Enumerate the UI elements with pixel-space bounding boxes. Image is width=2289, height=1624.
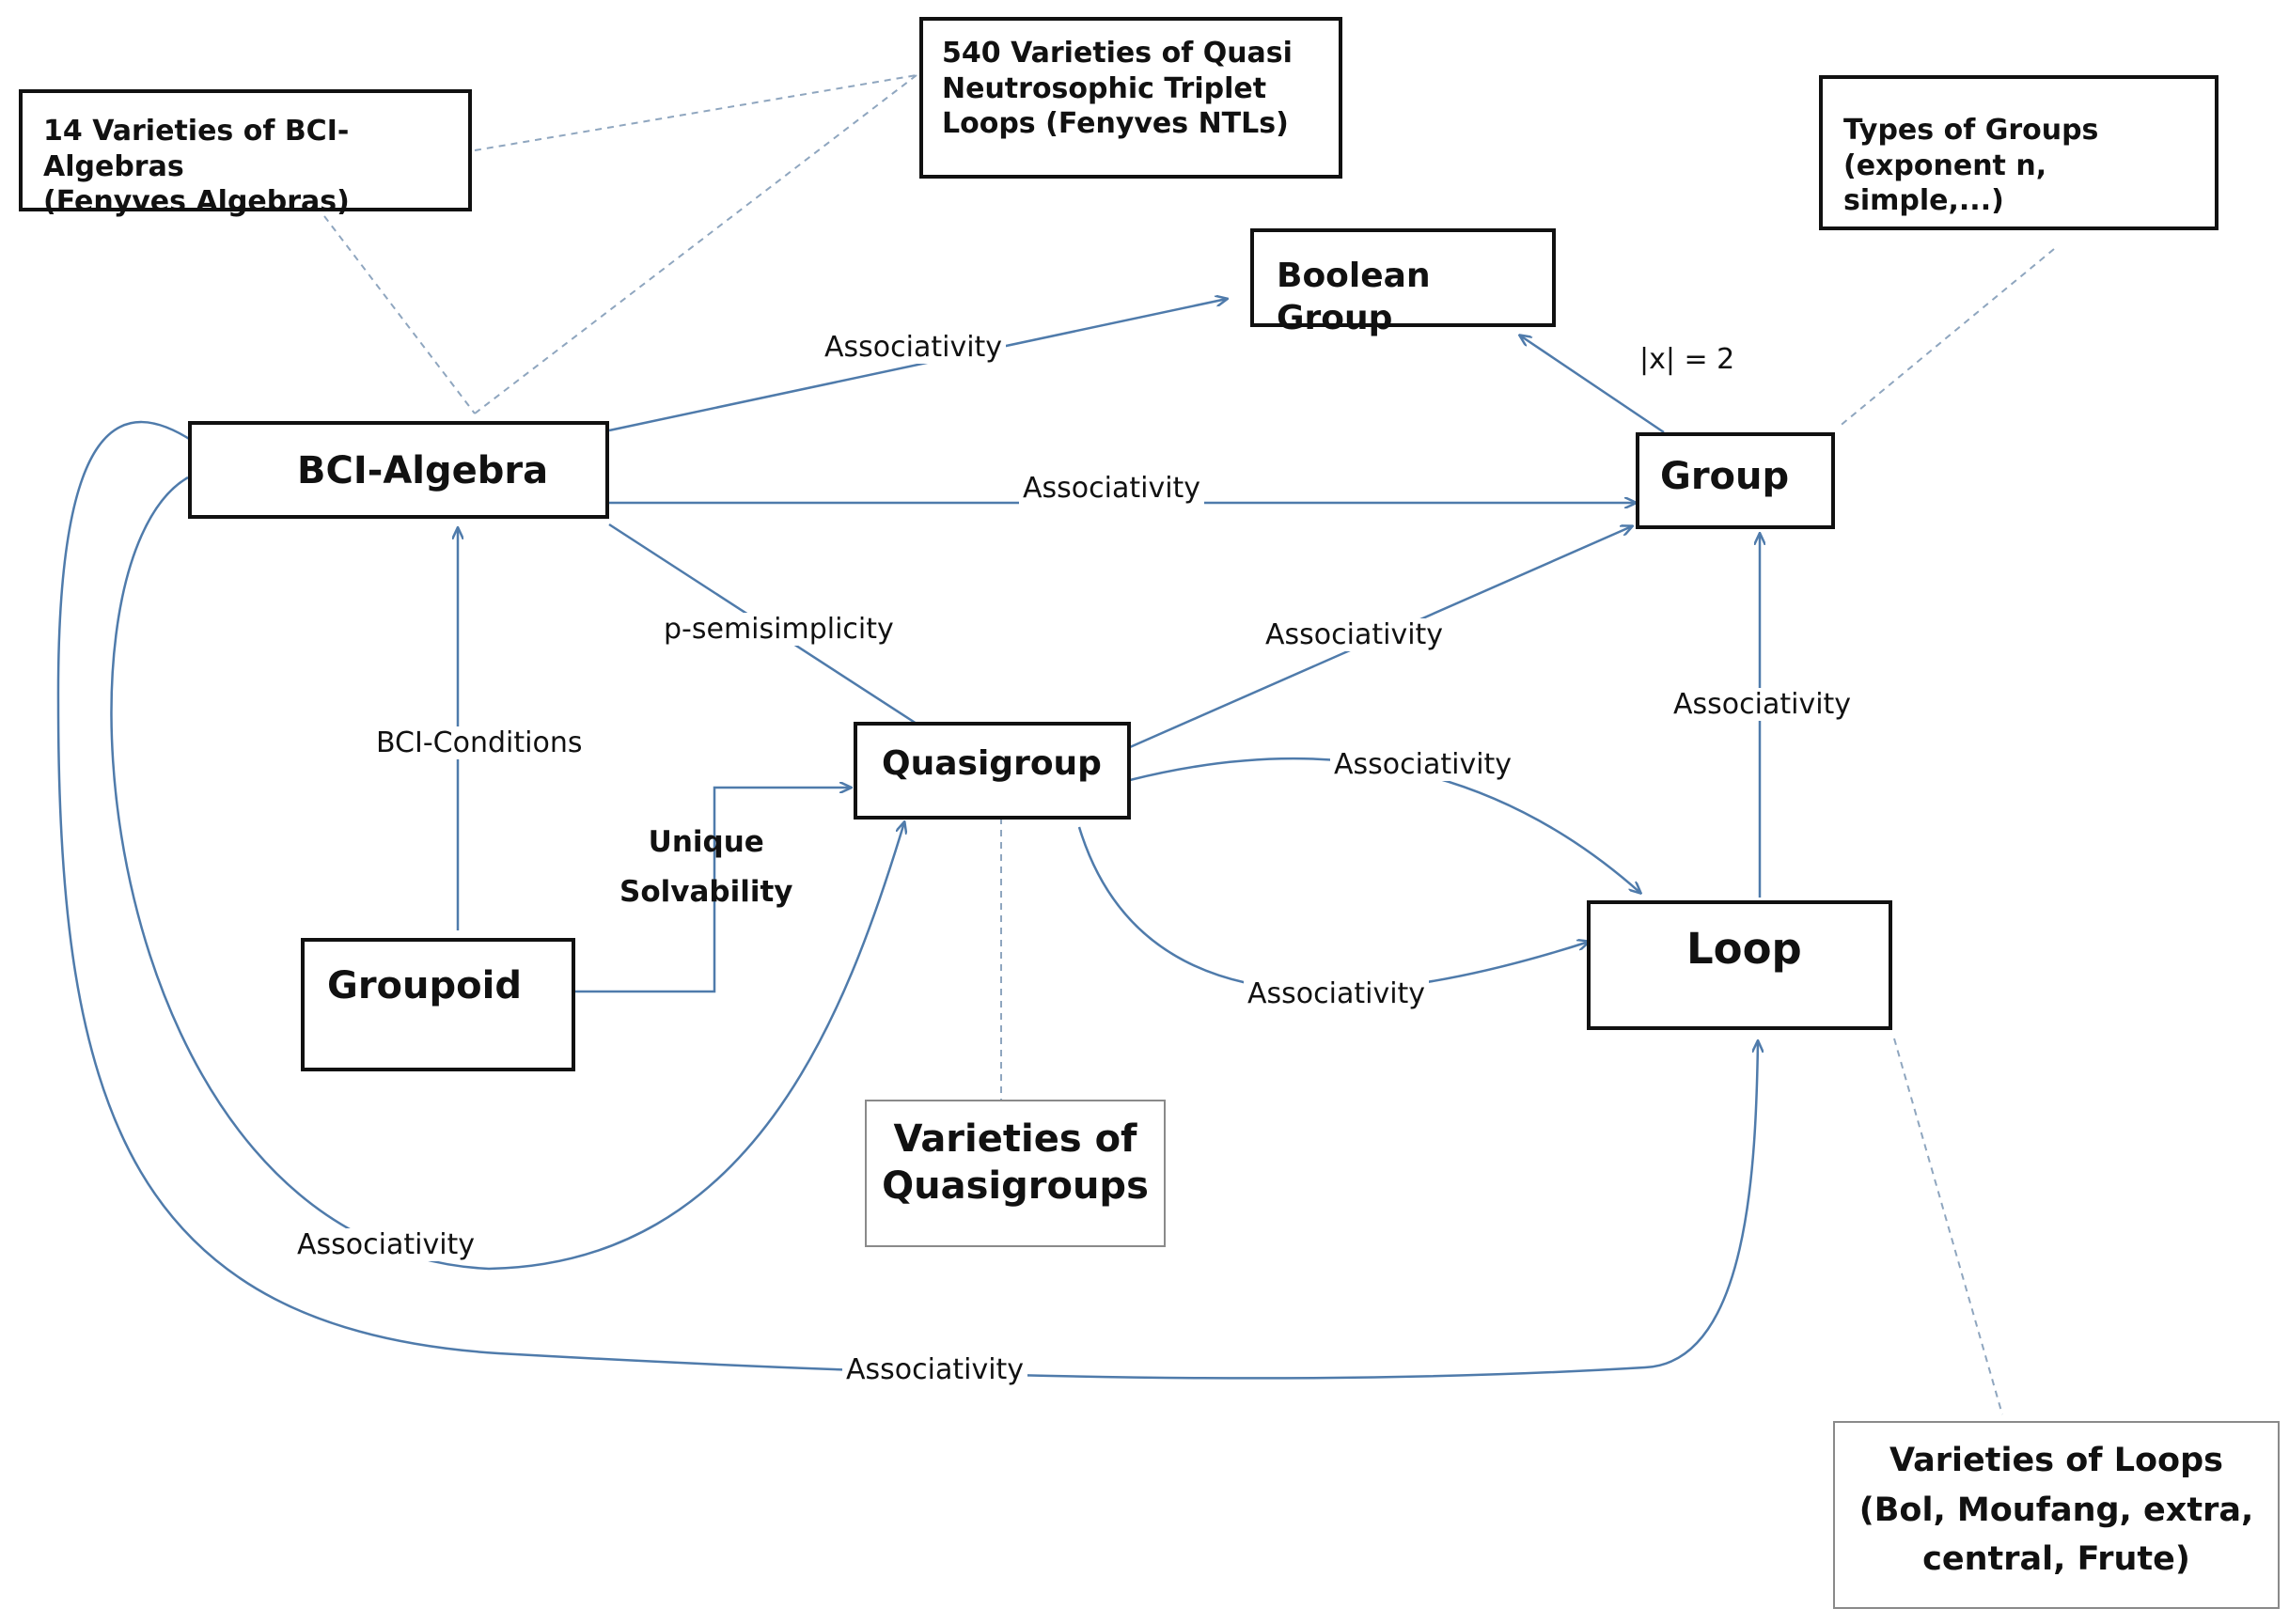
dashed-link-types-to-group	[1837, 248, 2055, 429]
edge-label-loop-to-group: Associativity	[1670, 688, 1856, 721]
node-varieties-of-quasigroups: Varieties of Quasigroups	[865, 1100, 1166, 1247]
node-loop-text: Loop	[1686, 924, 1802, 974]
node-varieties-of-loops-text: Varieties of Loops (Bol, Moufang, extra,…	[1858, 1442, 2254, 1578]
edge-label-bci-to-quasigroup-curve: Associativity	[293, 1228, 479, 1261]
node-groupoid-text: Groupoid	[327, 964, 522, 1007]
node-types-of-groups-text: Types of Groups (exponent n, simple,...)	[1843, 114, 2099, 217]
node-varieties-of-loops: Varieties of Loops (Bol, Moufang, extra,…	[1833, 1421, 2280, 1609]
dashed-link-loop-to-varieties	[1893, 1038, 2003, 1415]
node-boolean-group: Boolean Group	[1250, 228, 1556, 337]
node-groupoid: Groupoid	[301, 938, 575, 1071]
node-bci-algebra: BCI-Algebra	[188, 421, 609, 519]
edge-label-quasigroup-to-loop-lower: Associativity	[1244, 977, 1430, 1010]
node-types-of-groups: Types of Groups (exponent n, simple,...)	[1819, 75, 2218, 230]
edge-quasigroup-to-loop-lower	[1077, 826, 1589, 992]
edge-label-bci-to-boolean: Associativity	[821, 331, 1007, 364]
edge-group-to-boolean	[1520, 336, 1665, 434]
node-ntl-varieties-text: 540 Varieties of Quasi Neutrosophic Trip…	[942, 37, 1293, 140]
node-quasigroup-text: Quasigroup	[882, 744, 1102, 783]
edge-label-groupoid-to-quasigroup: Unique Solvability	[619, 825, 793, 909]
edge-label-quasigroup-to-loop-upper: Associativity	[1330, 748, 1516, 781]
edge-bci-to-boolean	[608, 299, 1227, 432]
node-loop: Loop	[1587, 900, 1892, 1030]
node-varieties-of-quasigroups-text: Varieties of Quasigroups	[882, 1117, 1149, 1208]
edge-label-bci-quasigroup: p-semisimplicity	[660, 613, 898, 646]
edge-groupoid-to-quasigroup	[575, 788, 851, 993]
edge-label-bci-to-group: Associativity	[1019, 472, 1205, 505]
dashed-link-bci-varieties-to-ntl	[474, 74, 917, 151]
node-bci-varieties-text: 14 Varieties of BCI-Algebras (Fenyves Al…	[43, 115, 350, 218]
edge-label-group-to-boolean: |x| = 2	[1639, 343, 1735, 376]
edge-bci-to-loop-curve	[56, 420, 1758, 1380]
dashed-link-bci-varieties-to-bci	[323, 215, 476, 414]
node-bci-varieties: 14 Varieties of BCI-Algebras (Fenyves Al…	[19, 89, 472, 218]
node-group: Group	[1636, 432, 1835, 529]
node-boolean-group-text: Boolean Group	[1277, 257, 1431, 337]
node-ntl-varieties: 540 Varieties of Quasi Neutrosophic Trip…	[919, 17, 1342, 179]
edge-label-bci-to-loop-curve: Associativity	[842, 1353, 1028, 1386]
node-quasigroup: Quasigroup	[854, 722, 1131, 820]
edge-label-quasigroup-to-group: Associativity	[1262, 618, 1448, 651]
node-group-text: Group	[1660, 455, 1790, 498]
node-bci-algebra-text: BCI-Algebra	[297, 449, 549, 492]
edge-label-groupoid-to-bci: BCI-Conditions	[372, 726, 587, 759]
dashed-links	[323, 74, 2055, 1415]
